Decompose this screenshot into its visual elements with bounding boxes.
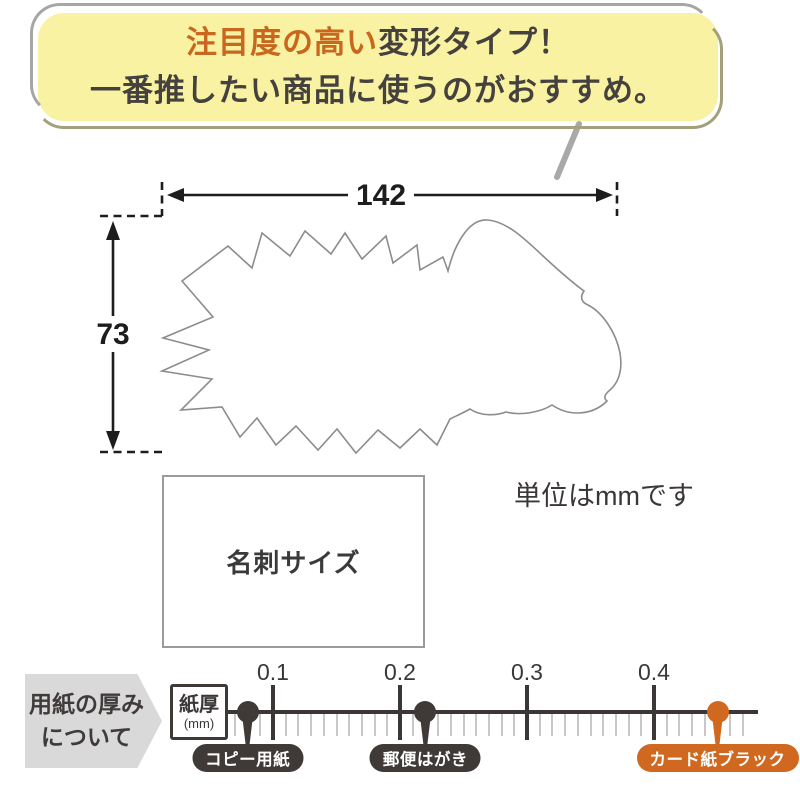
- ruler-marker-dot: [414, 701, 437, 723]
- bubble-line-1-rest: 変形タイプ！: [378, 25, 570, 60]
- ruler-minor-tick: [335, 714, 338, 736]
- ruler-minor-tick: [703, 714, 706, 736]
- ruler-minor-tick: [500, 714, 503, 736]
- ruler-minor-tick: [386, 714, 389, 736]
- ruler-minor-tick: [475, 714, 478, 736]
- thickness-heading-line-2: について: [40, 724, 133, 750]
- ruler-minor-tick: [437, 714, 440, 736]
- unit-note: 単位はmmです: [514, 481, 694, 511]
- ruler-tick-label: 0.3: [511, 659, 543, 685]
- business-card-label: 名刺サイズ: [226, 548, 361, 578]
- dimension-extension-dashes: [100, 182, 619, 454]
- ruler-minor-tick: [729, 714, 732, 736]
- ruler-minor-tick: [741, 714, 744, 736]
- ruler-marker-dot: [236, 701, 259, 723]
- bubble-tail-line: [554, 121, 582, 180]
- ruler-marker-tail: [242, 719, 253, 746]
- ruler-marker-dot: [706, 701, 729, 723]
- ruler-minor-tick: [373, 714, 376, 736]
- ruler-marker-badge: 郵便はがき: [369, 744, 481, 772]
- ruler-minor-tick: [576, 714, 579, 736]
- thickness-ruler-line: [227, 710, 758, 714]
- bubble-line-2: 一番推したい商品に使うのがおすすめ。: [90, 73, 666, 108]
- ruler-tick-label: 0.4: [638, 659, 670, 685]
- ruler-minor-tick: [284, 714, 287, 736]
- ruler-tick-label: 0.1: [257, 659, 289, 685]
- ruler-minor-tick: [513, 714, 516, 736]
- bubble-line-1-highlight: 注目度の高い: [186, 25, 378, 60]
- ruler-minor-tick: [640, 714, 643, 736]
- ruler-minor-tick: [564, 714, 567, 736]
- ruler-minor-tick: [602, 714, 605, 736]
- ruler-minor-tick: [411, 714, 414, 736]
- business-card-rect: 名刺サイズ: [162, 475, 425, 648]
- ruler-marker-tail: [712, 719, 723, 746]
- ruler-minor-tick: [627, 714, 630, 736]
- ruler-marker-tail: [420, 719, 431, 746]
- ruler-major-tick: [652, 685, 656, 740]
- ruler-minor-tick: [678, 714, 681, 736]
- ruler-minor-tick: [462, 714, 465, 736]
- speech-bubble: 注目度の高い変形タイプ！ 一番推したい商品に使うのがおすすめ。: [30, 3, 723, 129]
- thickness-axis-box: 紙厚 (mm): [170, 684, 228, 740]
- ruler-tick-label: 0.2: [384, 659, 416, 685]
- ruler-minor-tick: [665, 714, 668, 736]
- ruler-minor-tick: [233, 714, 236, 736]
- ruler-marker-badge: コピー用紙: [192, 744, 304, 772]
- thickness-heading-pennant: 用紙の厚み について: [25, 674, 162, 768]
- ruler-minor-tick: [360, 714, 363, 736]
- dimension-height-arrow: [106, 221, 120, 450]
- bubble-line-1: 注目度の高い変形タイプ！: [186, 21, 570, 65]
- ruler-minor-tick: [310, 714, 313, 736]
- thickness-axis-label: 紙厚: [179, 693, 219, 716]
- ruler-minor-tick: [297, 714, 300, 736]
- ruler-major-tick: [525, 685, 529, 740]
- ruler-minor-tick: [259, 714, 262, 736]
- width-dimension-label: 142: [348, 179, 414, 213]
- thickness-heading-line-1: 用紙の厚み: [29, 691, 144, 717]
- ruler-minor-tick: [551, 714, 554, 736]
- ruler-minor-tick: [348, 714, 351, 736]
- ruler-minor-tick: [487, 714, 490, 736]
- ruler-minor-tick: [449, 714, 452, 736]
- ruler-minor-tick: [322, 714, 325, 736]
- ruler-minor-tick: [614, 714, 617, 736]
- ruler-minor-tick: [538, 714, 541, 736]
- ruler-major-tick: [271, 685, 275, 740]
- height-dimension-label: 73: [86, 318, 140, 352]
- dimension-width-arrow: [167, 188, 613, 202]
- ruler-marker-badge: カード紙ブラック: [636, 744, 799, 772]
- ruler-minor-tick: [589, 714, 592, 736]
- ruler-minor-tick: [691, 714, 694, 736]
- ruler-major-tick: [398, 685, 402, 740]
- burst-shape-outline: [159, 219, 622, 455]
- thickness-axis-unit: (mm): [183, 715, 215, 731]
